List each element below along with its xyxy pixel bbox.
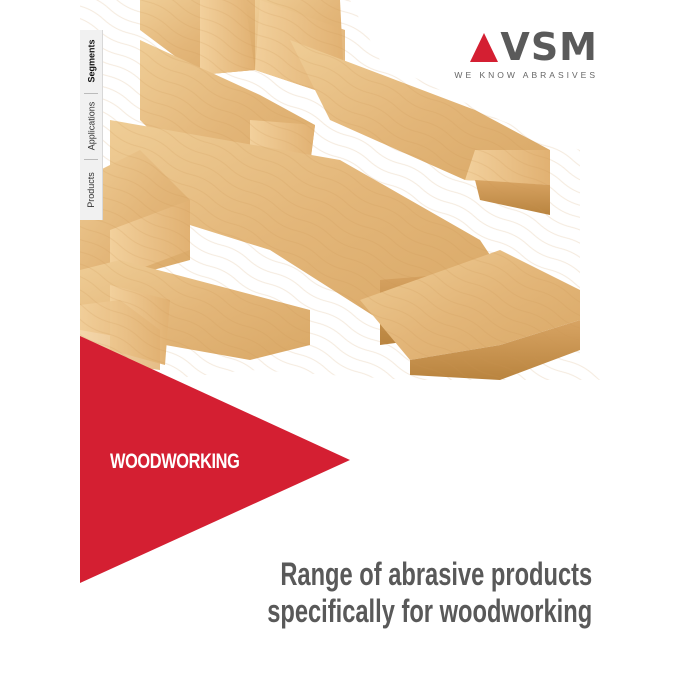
red-triangle xyxy=(80,336,350,583)
tab-divider xyxy=(84,93,98,94)
logo-triangle-icon xyxy=(470,33,499,62)
wood-planks-image xyxy=(80,0,620,700)
side-tabs: Segments Applications Products xyxy=(80,30,103,220)
tab-divider xyxy=(84,159,98,160)
brochure-cover: Segments Applications Products VSM WE KN… xyxy=(80,0,620,700)
logo-tagline: WE KNOW ABRASIVES xyxy=(454,70,598,80)
headline-line-1: Range of abrasive products xyxy=(280,556,592,592)
tab-products[interactable]: Products xyxy=(86,172,96,208)
logo-name: VSM xyxy=(500,25,598,69)
vsm-logo: VSM WE KNOW ABRASIVES xyxy=(454,28,598,80)
tab-applications[interactable]: Applications xyxy=(86,101,96,151)
headline-line-2: specifically for woodworking xyxy=(267,593,592,629)
tab-segments[interactable]: Segments xyxy=(86,39,97,83)
segment-title: WOODWORKING xyxy=(110,450,240,473)
headline: Range of abrasive products specifically … xyxy=(267,556,592,630)
